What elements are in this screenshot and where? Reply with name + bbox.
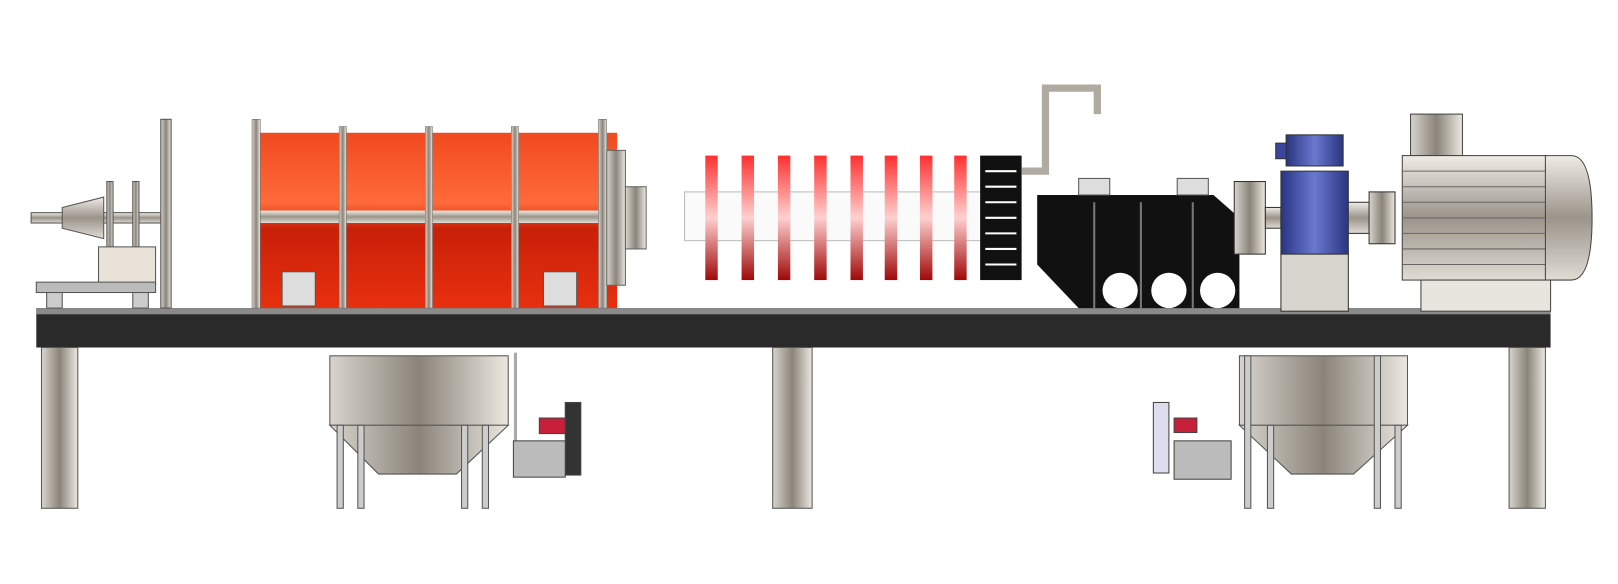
left-tank (328, 355, 510, 509)
feed-pipe (1021, 84, 1101, 175)
frame-legs (40, 346, 1546, 509)
left-shaft-assembly (30, 118, 172, 309)
main-beam (36, 308, 1551, 348)
gear-housing (1037, 177, 1240, 309)
right-tank (1238, 355, 1409, 509)
left-pump (512, 352, 582, 478)
right-pump (1152, 401, 1232, 480)
red-drum (251, 119, 647, 309)
disc-rotor (684, 155, 1022, 281)
blue-gearbox (1233, 134, 1396, 312)
electric-motor (1401, 113, 1593, 312)
